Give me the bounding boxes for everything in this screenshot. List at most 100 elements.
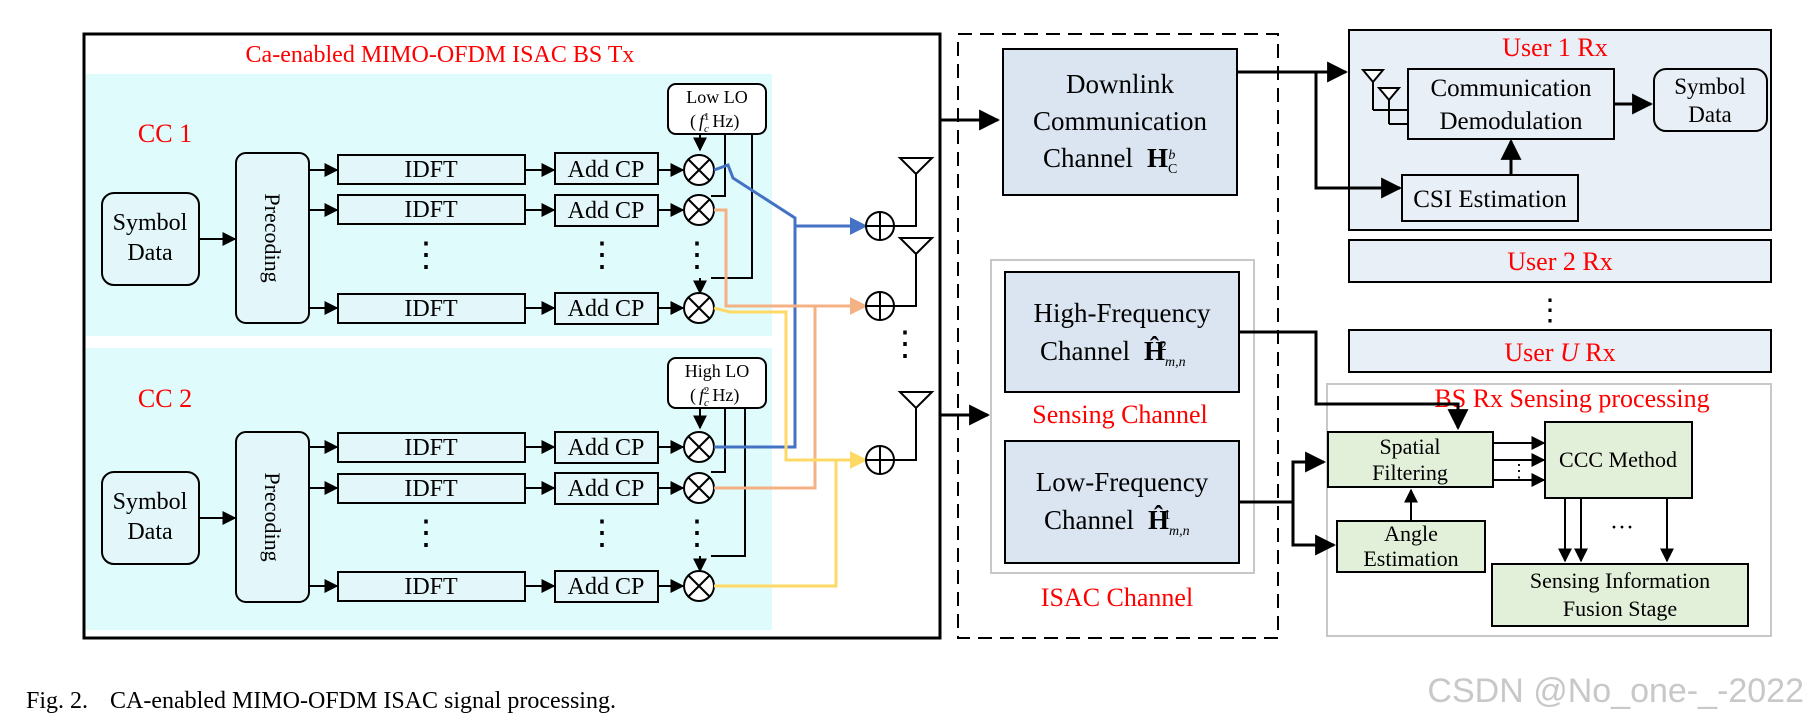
low-frequency-channel-block (1004, 440, 1240, 564)
symbol-data-block (101, 192, 200, 286)
antenna-icon (897, 391, 935, 410)
precoding-block (235, 152, 310, 324)
precoding-block (235, 431, 310, 603)
high-lo-block (667, 357, 767, 409)
antenna-icon (897, 157, 935, 176)
cc1-chain: Symbol Data Precoding IDFT IDFT IDFT Add… (101, 83, 767, 325)
lf-label: Low-Frequency (1036, 467, 1209, 497)
fusion-stage-block (1491, 563, 1749, 627)
csi-label: CSI Estimation (1413, 186, 1567, 213)
idft-label: IDFT (404, 157, 458, 183)
vdots: ⋮ (585, 237, 619, 274)
demod-label: Demodulation (1439, 108, 1583, 135)
angle-label: Estimation (1363, 546, 1458, 571)
demod-label: Communication (1430, 75, 1592, 102)
idft-label: IDFT (404, 574, 458, 600)
cc2-label: CC 2 (138, 384, 192, 413)
user1-rx-panel: User 1 Rx Communication Demodulation Sym… (1237, 29, 1772, 231)
userU-title: User U Rx (1504, 338, 1615, 367)
yellow-line (713, 306, 868, 469)
tx-title: Ca-enabled MIMO-OFDM ISAC BS Tx (246, 42, 635, 68)
carrier-routing (713, 163, 868, 588)
orange-line (714, 208, 817, 490)
antenna-icon (1360, 69, 1408, 125)
figure-caption: Fig. 2.CA-enabled MIMO-OFDM ISAC signal … (26, 688, 616, 714)
high-frequency-channel-block (1004, 271, 1240, 393)
high-lo-label: High LO (685, 361, 750, 381)
symbol-data-block (101, 471, 200, 565)
downlink-channel-block (1002, 48, 1238, 196)
precoding-label: Precoding (260, 193, 285, 282)
symbol-data-label: Data (127, 240, 173, 266)
bs-rx-sensing-panel: BS Rx Sensing processing Spatial Filteri… (1239, 330, 1772, 637)
downlink-label: Communication (1033, 106, 1207, 136)
fusion-label: Sensing Information (1530, 568, 1710, 593)
spatial-label: Filtering (1372, 460, 1448, 485)
mixer-icon (683, 472, 715, 504)
vdots: ⋮ (680, 237, 714, 274)
antenna-icon (897, 237, 935, 256)
symbol-data-label: Data (127, 519, 173, 545)
mixer-icon (683, 431, 715, 463)
watermark: CSDN @No_one-_-2022 (1427, 672, 1804, 710)
vdots: ⋮ (1510, 461, 1528, 481)
idft-block (337, 293, 526, 324)
ccc-label: CCC Method (1559, 447, 1677, 472)
idft-label: IDFT (404, 435, 458, 461)
angle-label: Angle (1384, 521, 1438, 546)
hdots: ··· (1610, 515, 1634, 541)
idft-block (337, 194, 526, 225)
addcp-label: Add CP (568, 198, 645, 224)
hf-label: High-Frequency (1034, 298, 1211, 328)
addcp-label: Add CP (568, 296, 645, 322)
vdots: ⋮ (888, 326, 922, 363)
idft-label: IDFT (404, 197, 458, 223)
addcp-label: Add CP (568, 574, 645, 600)
precoding-label: Precoding (260, 472, 285, 561)
vdots: ⋮ (585, 515, 619, 552)
user2-rx-panel: User 2 Rx (1348, 239, 1772, 283)
mixer-icon (683, 194, 715, 226)
blue-line (713, 163, 797, 449)
symbol-data-block (1653, 68, 1768, 132)
fusion-label: Fusion Stage (1563, 596, 1677, 621)
cc1-label: CC 1 (138, 119, 192, 148)
low-lo-block (667, 83, 767, 135)
userU-rx-panel: User U Rx (1348, 329, 1772, 373)
tx-panel: Ca-enabled MIMO-OFDM ISAC BS Tx CC 1 CC … (82, 32, 942, 640)
symbol-data-label: Data (1688, 102, 1731, 127)
sensing-rx-title: BS Rx Sensing processing (1434, 384, 1709, 413)
addcp-block (554, 472, 659, 505)
addcp-block (554, 152, 659, 185)
downlink-label: Downlink (1066, 69, 1175, 99)
spatial-label: Spatial (1379, 434, 1440, 459)
vdots: ⋮ (409, 515, 443, 552)
mixer-icon (683, 292, 715, 324)
mixer-icon (683, 570, 715, 602)
idft-label: IDFT (404, 476, 458, 502)
angle-estimation-block (1336, 520, 1486, 573)
vdots: ⋮ (1535, 294, 1565, 327)
addcp-label: Add CP (568, 476, 645, 502)
symbol-data-label: Symbol (1674, 74, 1746, 99)
symbol-data-label: Symbol (113, 489, 188, 515)
addcp-block (554, 194, 659, 227)
mixer-icon (683, 154, 715, 186)
addcp-label: Add CP (568, 157, 645, 183)
antenna-array (865, 157, 935, 475)
sensing-channel-label: Sensing Channel (1032, 400, 1208, 429)
isac-channel-label: ISAC Channel (1041, 583, 1193, 612)
user2-title: User 2 Rx (1507, 247, 1612, 276)
vdots: ⋮ (680, 515, 714, 552)
low-lo-label: Low LO (686, 87, 748, 107)
idft-label: IDFT (404, 296, 458, 322)
csi-estimation-block (1401, 174, 1579, 222)
idft-block (337, 154, 526, 185)
vdots: ⋮ (409, 237, 443, 274)
